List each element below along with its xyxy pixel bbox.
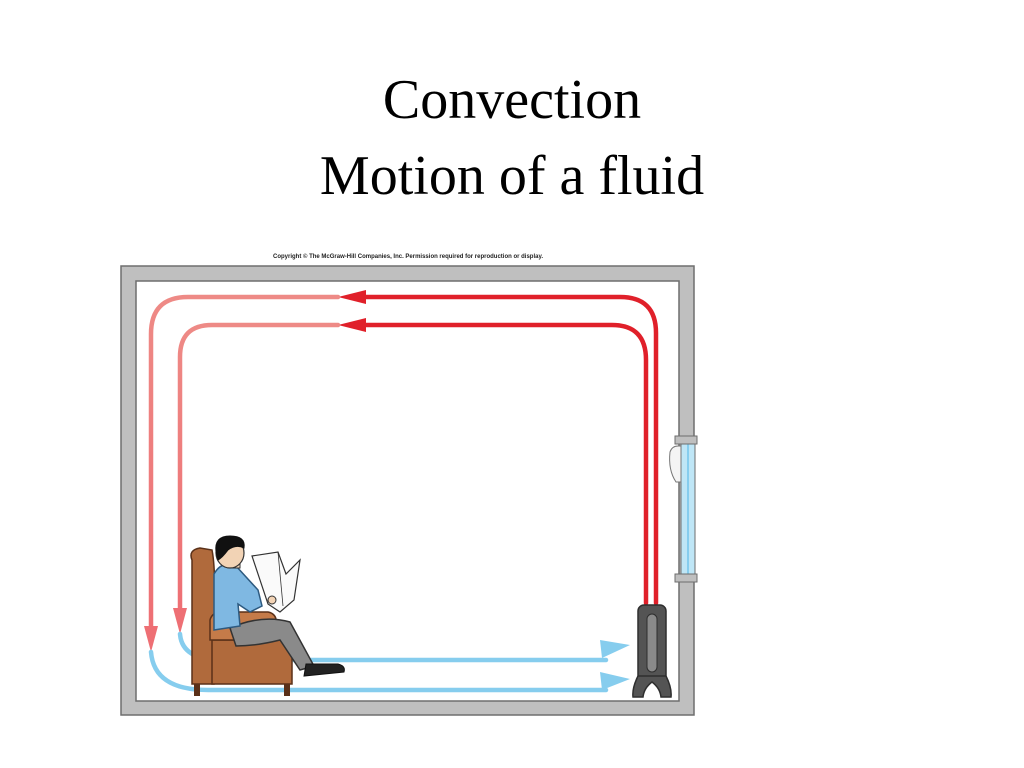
copyright-notice: Copyright © The McGraw-Hill Companies, I… bbox=[272, 254, 544, 260]
arrowhead-upper bbox=[338, 290, 366, 304]
cool-air-path-outer bbox=[148, 649, 609, 693]
arrowhead-right-upper bbox=[600, 640, 630, 658]
hot-air-path-outer bbox=[359, 294, 659, 606]
arrowhead-down-inner bbox=[173, 608, 187, 634]
cooling-air-path-inner bbox=[177, 322, 341, 615]
man-reading-icon bbox=[213, 535, 345, 677]
cooling-air-arrowheads bbox=[144, 608, 187, 652]
title-line-2: Motion of a fluid bbox=[319, 145, 705, 207]
hot-air-currents bbox=[359, 294, 659, 606]
arrowhead-right-lower bbox=[600, 672, 630, 690]
room-walls bbox=[120, 265, 695, 716]
wall-frame bbox=[120, 265, 695, 716]
slide-title: Convection Motion of a fluid bbox=[0, 62, 1024, 214]
radiator-icon bbox=[632, 604, 672, 698]
cool-air-arrowheads bbox=[600, 640, 630, 690]
cooling-air-currents bbox=[148, 294, 341, 631]
hot-air-path-inner bbox=[359, 322, 649, 606]
title-line-1: Convection bbox=[382, 69, 642, 131]
hot-air-arrowheads bbox=[338, 290, 366, 332]
cooling-air-path-outer bbox=[148, 294, 341, 631]
arrowhead-lower bbox=[338, 318, 366, 332]
arrowhead-down-outer bbox=[144, 626, 158, 652]
window-icon bbox=[669, 435, 698, 583]
